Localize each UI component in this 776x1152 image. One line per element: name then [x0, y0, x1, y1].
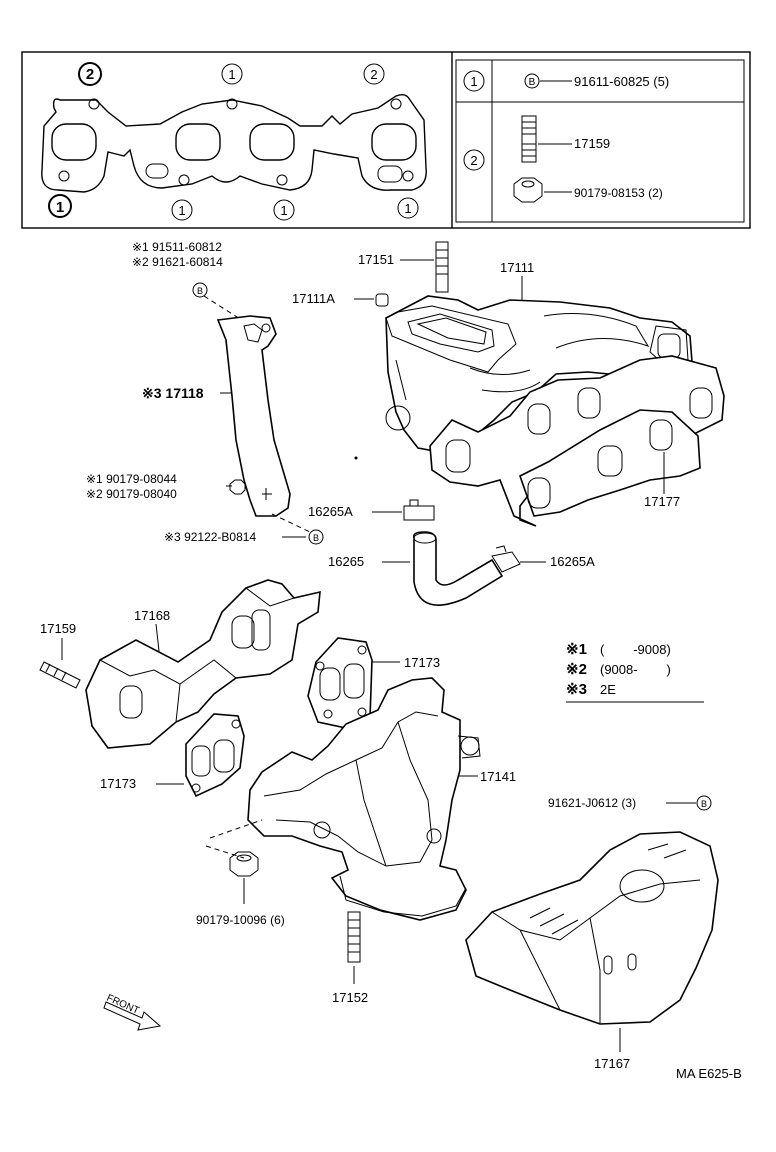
note-2-mark: ※2: [566, 661, 587, 678]
label-91621-60814: ※2 91621-60814: [132, 255, 223, 269]
nut-90179-10096: 90179-10096 (6): [196, 851, 285, 927]
note-3-text: 2E: [600, 682, 616, 697]
dot-mark: [354, 456, 358, 460]
marker-1d: 1: [280, 203, 287, 218]
label-16265: 16265: [328, 554, 364, 569]
label-16265A-1: 16265A: [308, 504, 353, 519]
label-17118: ※3 17118: [142, 385, 204, 401]
gasket-markers: 2 1 2 1 1 1 1: [48, 62, 419, 221]
gasket-17177: 17177: [429, 355, 725, 527]
stud-17152: 17152: [332, 911, 368, 1005]
label-90179-08040: ※2 90179-08040: [86, 487, 177, 501]
nut-icon: [513, 177, 543, 203]
label-17111: 17111: [500, 260, 534, 275]
legend-key-2: 2: [470, 153, 477, 168]
note-1-mark: ※1: [566, 641, 587, 658]
marker-1e: 1: [404, 201, 411, 216]
label-17173-b: 17173: [100, 776, 136, 791]
label-17177: 17177: [644, 494, 680, 509]
legend-nut-90179: 90179-08153 (2): [574, 186, 663, 200]
legend-symbol-b: B: [529, 77, 536, 88]
note-1-text: ( -9008): [600, 642, 671, 657]
marker-1a: 1: [228, 67, 235, 82]
marker-2b: 2: [370, 67, 377, 82]
top-reference-box: [21, 51, 751, 229]
gasket-17173-lower: 17173: [100, 713, 245, 798]
manifold-17111: 17151 17111 17111A: [292, 241, 693, 453]
label-16265A-2: 16265A: [550, 554, 595, 569]
label-17159-stud: 17159: [40, 621, 76, 636]
legend-part-91611: 91611-60825 (5): [574, 74, 669, 89]
legend-key-1: 1: [470, 74, 477, 89]
bracket-17118: ※1 91511-60812 ※2 91621-60814 B ※3 17118…: [86, 240, 324, 545]
b-symbol-3: B: [701, 799, 707, 809]
heat-insulator-17167: 17167: [465, 831, 719, 1071]
label-17152: 17152: [332, 990, 368, 1005]
gasket-illustration: [41, 93, 427, 193]
marker-1b: 1: [56, 199, 64, 216]
label-90179-08044: ※1 90179-08044: [86, 472, 177, 486]
front-label: FRONT: [105, 993, 141, 1017]
label-17173-a: 17173: [404, 655, 440, 670]
stud-icon: [521, 115, 537, 163]
label-90179-10096: 90179-10096 (6): [196, 913, 285, 927]
front-arrow: FRONT: [103, 993, 162, 1031]
b-symbol-1: B: [197, 286, 203, 296]
exhaust-manifold-17141: 17141: [205, 677, 516, 921]
diagram-ref-code: MA E625-B: [676, 1066, 742, 1081]
label-17141: 17141: [480, 769, 516, 784]
label-17151: 17151: [358, 252, 394, 267]
applicability-notes: ※1 ( -9008) ※2 (9008- ) ※3 2E: [566, 641, 704, 703]
marker-2a: 2: [86, 66, 94, 83]
note-2-text: (9008- ): [600, 662, 671, 677]
note-3-mark: ※3: [566, 681, 587, 698]
label-17167: 17167: [594, 1056, 630, 1071]
gasket-17173-upper: 17173: [307, 637, 440, 729]
label-91511: ※1 91511-60812: [132, 240, 222, 254]
hose-16265: 16265A 16265 16265A: [308, 499, 595, 606]
legend-stud-17159: 17159: [574, 136, 610, 151]
b-symbol-2: B: [313, 533, 319, 543]
label-17111A: 17111A: [292, 291, 335, 306]
callout-91621-J0612: 91621-J0612 (3) B: [548, 795, 712, 811]
marker-1c: 1: [178, 203, 185, 218]
heat-insulator-17168: 17159 17168: [39, 579, 321, 749]
label-91621-J0612: 91621-J0612 (3): [548, 796, 636, 810]
legend-table: 1 B 91611-60825 (5) 2 17159 90179-08153 …: [463, 70, 669, 203]
label-17168: 17168: [134, 608, 170, 623]
label-92122: ※3 92122-B0814: [164, 530, 256, 544]
